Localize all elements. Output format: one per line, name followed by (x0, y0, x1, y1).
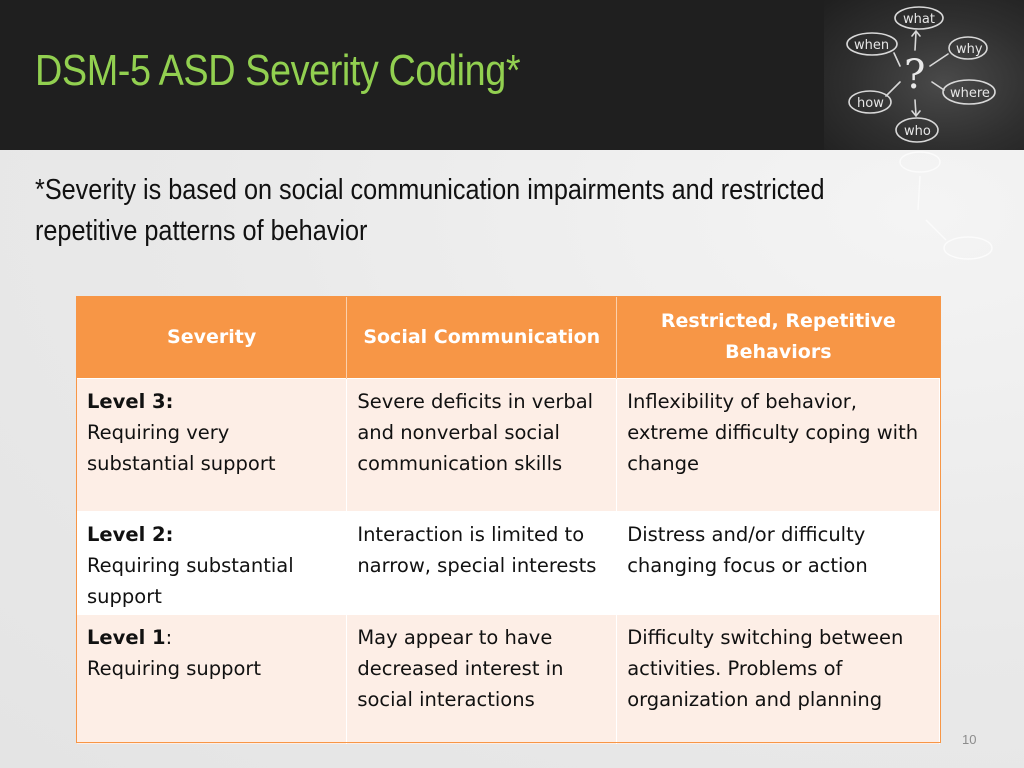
slide-header: DSM-5 ASD Severity Coding* what (0, 0, 1024, 150)
cell-restricted-behaviors: Distress and/or difficulty changing focu… (616, 510, 940, 614)
support-text: Requiring support (87, 656, 262, 680)
chalk-word-where: where (950, 86, 990, 101)
slide-title: DSM-5 ASD Severity Coding* (35, 46, 521, 95)
cell-social-communication: May appear to have decreased interest in… (346, 613, 618, 744)
cell-restricted-behaviors: Inflexibility of behavior, extreme diffi… (616, 377, 940, 511)
header-severity: Severity (77, 297, 348, 378)
cell-severity: Level 2: Requiring substantial support (77, 510, 348, 614)
page-number: 10 (962, 732, 977, 747)
chalk-bubble-how (848, 90, 892, 114)
faded-chalk-decoration (899, 151, 993, 260)
chalkboard-illustration: what when why how where who ? (846, 6, 996, 143)
chalk-question-mark: ? (904, 52, 925, 98)
cell-severity: Level 1: Requiring support (77, 613, 348, 744)
header-restricted-repetitive-behaviors: Restricted, Repetitive Behaviors (616, 297, 940, 378)
cell-social-communication: Severe deficits in verbal and nonverbal … (346, 377, 618, 511)
chalk-word-why: why (956, 42, 983, 57)
level-label: Level 1 (87, 625, 166, 649)
cell-restricted-behaviors: Difficulty switching between activities.… (616, 613, 940, 744)
support-text: Requiring very substantial support (87, 420, 276, 475)
table-row: Level 2: Requiring substantial support I… (77, 510, 940, 614)
slide-subtitle: *Severity is based on social communicati… (35, 174, 825, 247)
table-header-row: Severity Social Communication Restricted… (77, 297, 940, 378)
chalk-bubble-why (948, 36, 988, 60)
chalkboard-question-words-image: what when why how where who ? (824, 0, 1024, 150)
chalk-bubble-what (894, 6, 944, 30)
header-social-communication: Social Communication (346, 297, 618, 378)
chalk-bubble-when (846, 32, 898, 56)
chalk-word-who: who (904, 124, 931, 139)
level-suffix: : (165, 625, 173, 649)
chalk-bubble-who (895, 117, 939, 143)
level-label: Level 2: (87, 522, 174, 546)
chalk-word-what: what (903, 12, 935, 27)
cell-social-communication: Interaction is limited to narrow, specia… (346, 510, 618, 614)
severity-table: Severity Social Communication Restricted… (77, 297, 940, 744)
table-row: Level 3: Requiring very substantial supp… (77, 377, 940, 511)
chalk-word-when: when (854, 38, 889, 53)
chalk-bubble-where (942, 79, 996, 105)
table-row: Level 1: Requiring support May appear to… (77, 613, 940, 744)
support-text: Requiring substantial support (87, 553, 294, 608)
level-label: Level 3: (87, 389, 174, 413)
chalk-word-how: how (857, 96, 884, 111)
cell-severity: Level 3: Requiring very substantial supp… (77, 377, 348, 511)
